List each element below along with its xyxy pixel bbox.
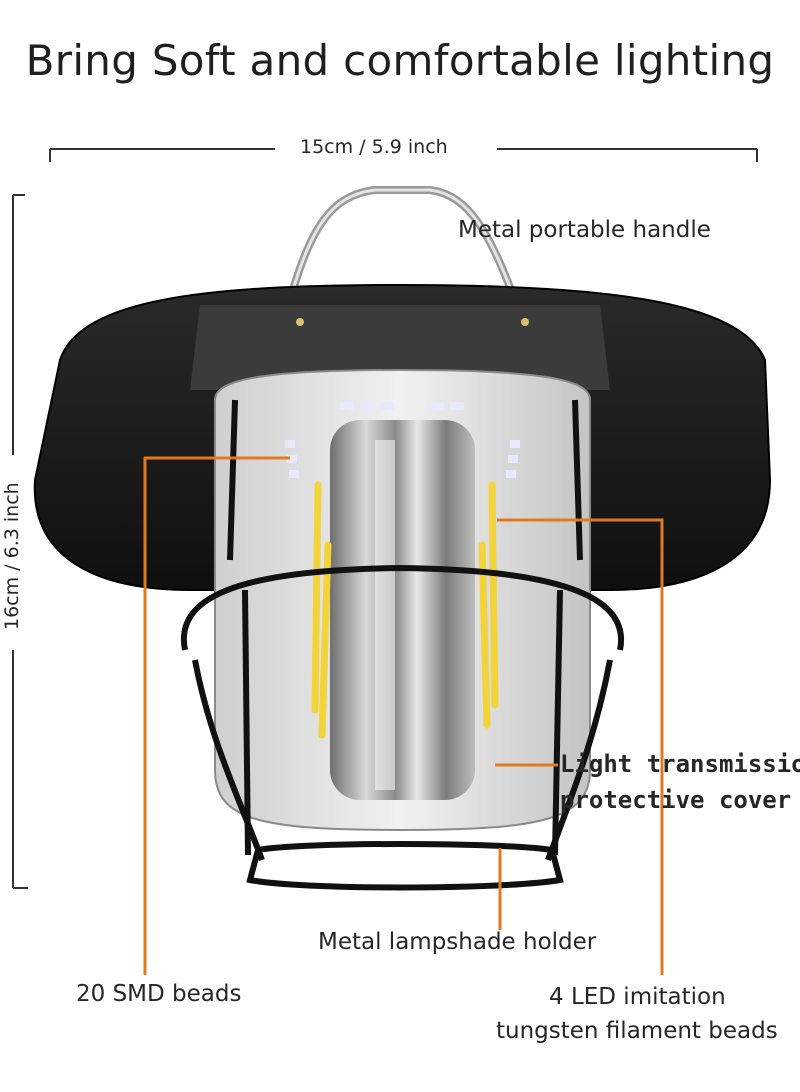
page-title: Bring Soft and comfortable lighting xyxy=(25,36,775,85)
cover-callout-line1: Light transmission xyxy=(560,750,800,778)
smd-beads xyxy=(285,402,520,478)
handle-callout: Metal portable handle xyxy=(458,217,711,243)
handle xyxy=(286,186,519,302)
width-label: 15cm / 5.9 inch xyxy=(300,136,448,158)
holder-callout: Metal lampshade holder xyxy=(318,929,597,955)
lampshade-holder xyxy=(180,399,625,891)
filament-callout-line1: 4 LED imitation xyxy=(549,984,726,1010)
filament-callout-line2: tungsten filament beads xyxy=(496,1018,778,1044)
steel-core xyxy=(330,420,475,800)
smd-callout-line xyxy=(143,456,290,975)
height-dimension xyxy=(12,194,28,889)
filament-callout-line xyxy=(497,518,664,975)
height-label: 16cm / 6.3 inch xyxy=(1,482,23,630)
filament-beads xyxy=(311,481,499,739)
width-dimension xyxy=(49,148,758,162)
callout-lines xyxy=(143,456,664,975)
smd-callout: 20 SMD beads xyxy=(76,981,242,1007)
cover-callout-line2: protective cover xyxy=(560,786,792,814)
